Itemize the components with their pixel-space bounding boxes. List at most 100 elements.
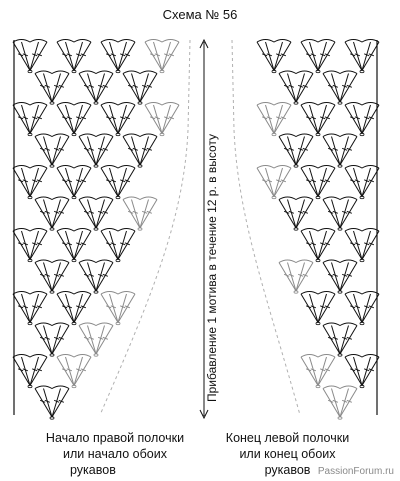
right-motif-stitch-bar: [346, 210, 353, 214]
crochet-chart: [12, 38, 380, 420]
left-motif-stitch-bar: [44, 336, 51, 340]
left-motif-stitch-bar: [75, 179, 82, 183]
left-motif-stitch: [56, 356, 75, 386]
right-motif-base-loop: [359, 195, 365, 200]
left-motif-stitch: [51, 73, 70, 103]
left-motif-base-loop: [71, 258, 77, 263]
right-motif-stitch: [361, 104, 380, 134]
left-motif-chain: [34, 70, 70, 75]
right-motif-stitch: [353, 230, 363, 260]
left-motif-stitch-bar: [80, 179, 87, 183]
right-motif-stitch: [317, 41, 336, 71]
left-motif-chain: [34, 133, 70, 138]
left-motif-chain: [78, 259, 114, 264]
left-motif-stitch: [12, 230, 31, 260]
left-motif-stitch-bar: [58, 336, 65, 340]
right-motif-stitch-bar: [346, 147, 353, 151]
right-motif-stitch-bar: [297, 210, 304, 214]
left-motif-chain: [34, 385, 70, 390]
right-motif-stitch-bar: [297, 84, 304, 88]
left-motif-stitch: [51, 388, 70, 418]
left-motif-stitch-bar: [97, 210, 104, 214]
right-motif-stitch-bar: [319, 305, 326, 309]
left-motif-base-loop: [27, 195, 33, 200]
right-motif-stitch-bar: [261, 179, 268, 183]
left-motif-stitch-bar: [31, 305, 38, 309]
left-motif-stitch: [73, 356, 83, 386]
right-motif-stitch: [295, 199, 305, 229]
left-motif-stitch-bar: [44, 210, 51, 214]
right-motif-stitch: [344, 230, 363, 260]
left-motif-stitch: [161, 104, 171, 134]
right-motif-chain: [300, 102, 336, 106]
left-motif-stitch-bar: [80, 116, 87, 120]
right-motif-stitch: [331, 199, 341, 229]
right-motif-stitch: [295, 262, 314, 292]
left-motif-stitch-bar: [36, 242, 43, 246]
left-motif-stitch-bar: [22, 53, 29, 57]
right-motif-stitch: [287, 199, 297, 229]
right-motif-stitch-bar: [310, 53, 317, 57]
left-motif-chain: [12, 354, 48, 358]
right-motif-base-loop: [271, 195, 277, 200]
left-motif-stitch-bar: [17, 179, 24, 183]
left-motif-base-loop: [27, 132, 33, 137]
left-motif-stitch-bar: [66, 242, 73, 246]
left-motif-stitch: [51, 199, 61, 229]
left-motif-stitch: [12, 41, 31, 71]
left-motif-base-loop: [93, 227, 99, 231]
right-motif-stitch-bar: [332, 147, 339, 151]
left-motif-stitch: [78, 199, 97, 229]
right-motif-stitch: [273, 167, 292, 197]
left-motif-stitch-bar: [105, 116, 112, 120]
right-motif-stitch: [295, 136, 314, 166]
right-motif-stitch-bar: [341, 84, 348, 88]
right-motif-stitch: [273, 41, 292, 71]
right-motif-base-loop: [337, 101, 343, 105]
left-motif-stitch-bar: [53, 84, 60, 88]
right-motif-stitch-bar: [368, 179, 375, 183]
left-motif-stitch: [109, 167, 119, 197]
right-motif-base-loop: [271, 69, 277, 74]
right-motif-stitch-bar: [341, 336, 348, 340]
left-motif-chain: [78, 322, 114, 327]
left-motif-stitch-bar: [75, 53, 82, 57]
right-motif-stitch: [339, 262, 349, 292]
left-motif-stitch: [87, 325, 97, 355]
right-motif-chain: [344, 102, 380, 106]
right-motif-stitch-bar: [363, 242, 370, 246]
right-motif-stitch: [322, 325, 341, 355]
left-motif-stitch: [73, 167, 83, 197]
right-motif-stitch-bar: [283, 147, 290, 151]
left-motif-stitch: [21, 41, 31, 71]
left-motif-stitch: [139, 199, 158, 229]
left-motif-stitch: [78, 325, 97, 355]
left-motif-stitch-bar: [124, 53, 131, 57]
right-motif-stitch-bar: [310, 179, 317, 183]
right-motif-base-loop: [337, 353, 343, 357]
left-motif-stitch: [95, 262, 114, 292]
left-motif-stitch: [51, 136, 70, 166]
right-motif-stitch-bar: [327, 399, 334, 403]
right-motif-stitch-bar: [354, 116, 361, 120]
right-motif-chain: [344, 354, 380, 358]
right-motif-stitch-bar: [363, 305, 370, 309]
right-motif-stitch: [344, 293, 363, 323]
right-motif-base-loop: [337, 290, 343, 294]
right-motif-stitch: [339, 73, 349, 103]
left-motif-stitch: [122, 136, 141, 166]
left-motif-chain: [12, 291, 48, 295]
right-motif-stitch-bar: [327, 273, 334, 277]
right-motif-stitch: [344, 41, 363, 71]
right-motif-stitch-bar: [305, 242, 312, 246]
caption-right: Конец левой полочки или конец обоих рука…: [205, 430, 370, 478]
right-motif-stitch-bar: [368, 305, 375, 309]
left-motif-stitch: [139, 199, 149, 229]
right-motif-stitch-bar: [305, 116, 312, 120]
right-motif-stitch-bar: [354, 242, 361, 246]
left-motif-stitch-bar: [88, 84, 95, 88]
right-motif-stitch: [331, 136, 341, 166]
left-motif-stitch: [73, 41, 83, 71]
left-motif-stitch: [87, 73, 97, 103]
caption-right-line-1: Конец левой полочки: [225, 431, 350, 445]
